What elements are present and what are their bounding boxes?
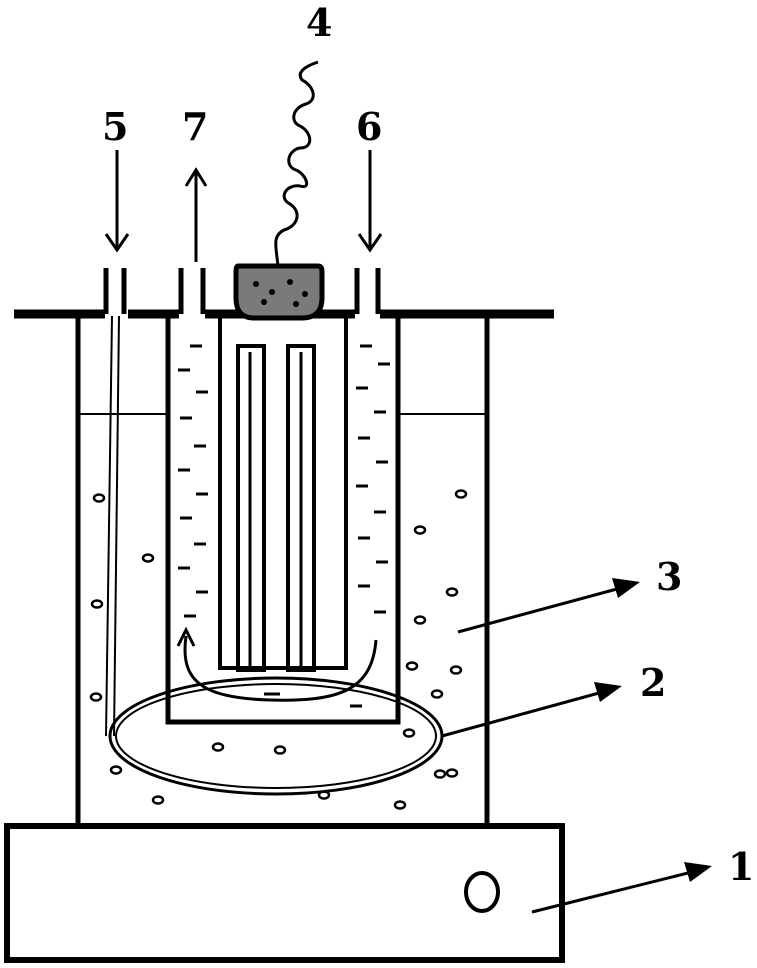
- outer-vessel: [75, 314, 490, 826]
- label-inlet-right: 6: [356, 104, 382, 149]
- outlet-arrow: [184, 167, 208, 262]
- label-lead-wire: 4: [306, 0, 332, 45]
- label-coil: 2: [640, 660, 666, 705]
- label-base-unit: 1: [728, 844, 754, 889]
- label-outer-liquid: 3: [656, 554, 682, 599]
- leader-outer-liquid: [457, 578, 640, 634]
- jacket-liquid-marks: [178, 344, 390, 708]
- label-inlet-left: 5: [102, 104, 128, 149]
- base-unit: [4, 823, 565, 963]
- lead-wire: [274, 60, 319, 267]
- label-outlet: 7: [182, 104, 208, 149]
- leader-coil: [441, 682, 622, 738]
- stopper: [233, 263, 325, 321]
- base-knob-icon: [464, 871, 500, 913]
- inner-chamber: [165, 318, 401, 725]
- inlet-right-arrow: [357, 150, 383, 253]
- flow-loop-arrow: [176, 626, 378, 702]
- electrode-plates: [236, 344, 316, 672]
- leader-base-unit: [531, 862, 712, 914]
- inlet-left-arrow: [104, 150, 130, 253]
- outer-liquid-particles: [89, 489, 468, 810]
- lid-plate: [14, 268, 554, 319]
